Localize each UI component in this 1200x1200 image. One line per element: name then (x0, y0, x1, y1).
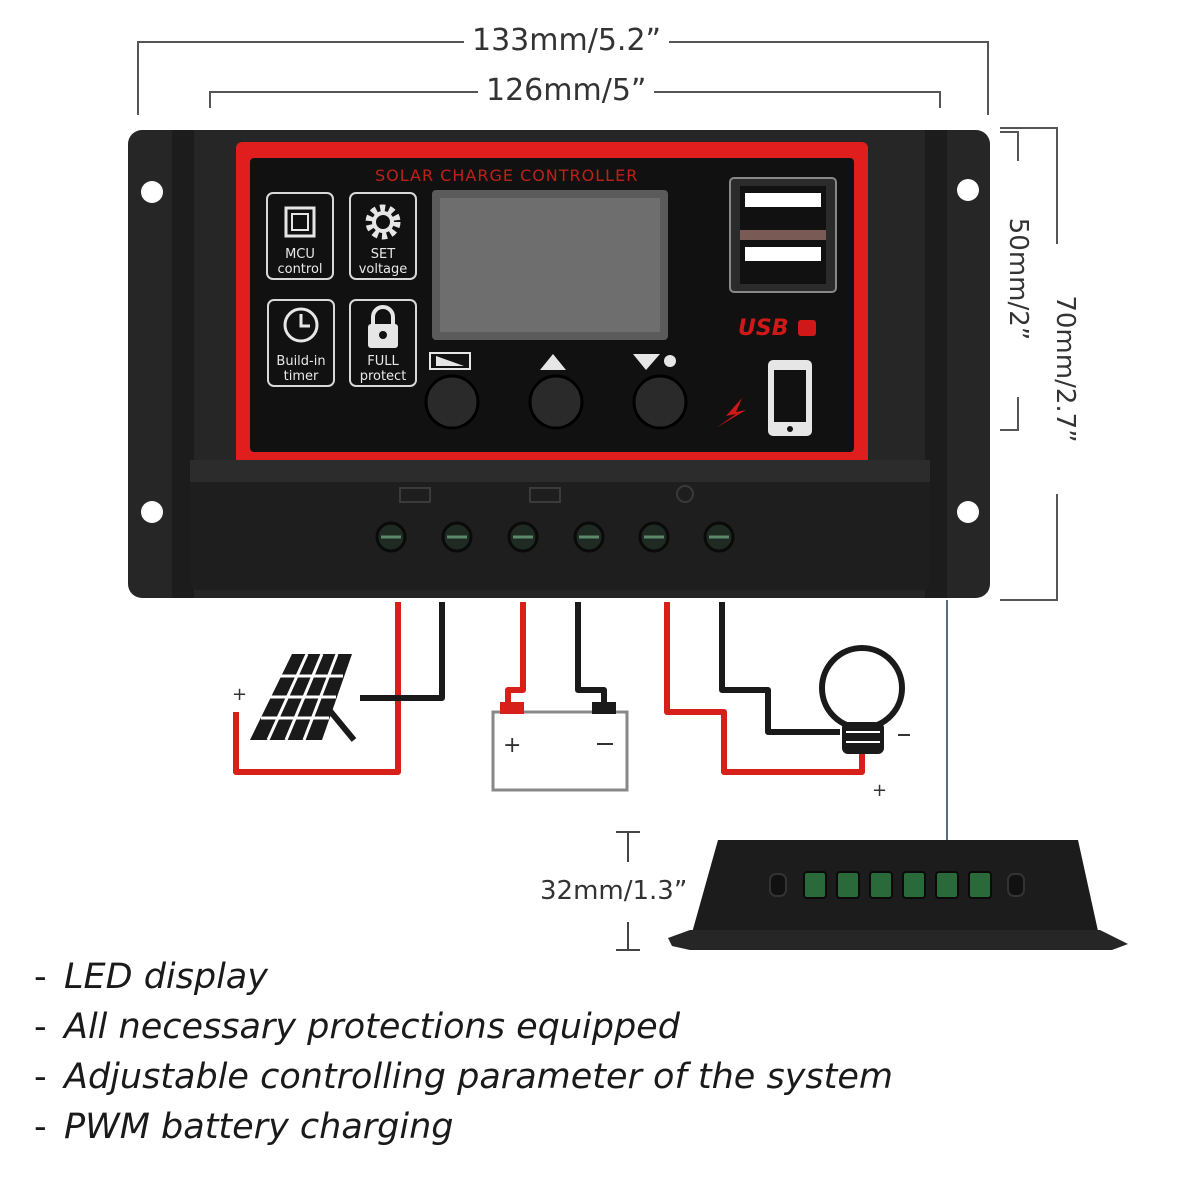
profile-terminal (869, 871, 893, 899)
feature-timer-label: Build-in timer (276, 354, 326, 384)
profile-terminal (803, 871, 827, 899)
list-item: -PWM battery charging (34, 1107, 454, 1147)
down-button[interactable] (632, 374, 688, 430)
features-list: -LED display -All necessary protections … (34, 952, 893, 1152)
chip-icon (284, 206, 316, 238)
profile-terminal (935, 871, 959, 899)
usb-port-bottom[interactable] (745, 247, 821, 261)
lock-icon (368, 305, 398, 348)
battery-icon: + (491, 702, 629, 792)
menu-button[interactable] (424, 374, 480, 430)
terminal-screws (375, 521, 735, 553)
terminal-screw (507, 521, 539, 553)
feature-mcu-label: MCU control (277, 247, 323, 277)
profile-height-marker (616, 831, 640, 951)
solar-positive-wire (233, 602, 401, 775)
controller-title: SOLAR CHARGE CONTROLLER (375, 166, 639, 185)
menu-icon (429, 352, 471, 370)
mount-hole (141, 501, 163, 523)
battery-positive-wire (505, 602, 526, 706)
list-item: -LED display (34, 957, 268, 997)
mount-hole (957, 179, 979, 201)
up-button[interactable] (528, 374, 584, 430)
side-profile-view (668, 840, 1128, 950)
terminal-screw (441, 521, 473, 553)
down-arrow-icon (633, 354, 676, 370)
light-bulb-icon: + (819, 645, 910, 801)
profile-terminal (902, 871, 926, 899)
phone-icon (768, 360, 812, 436)
load-negative-wire (719, 602, 840, 735)
up-arrow-icon (540, 354, 566, 370)
list-item: -All necessary protections equipped (34, 1007, 680, 1047)
svg-text:+: + (872, 780, 887, 801)
inner-width-label: 126mm/5” (478, 74, 655, 108)
profile-terminal (968, 871, 992, 899)
usb-ports (729, 177, 837, 293)
feature-boxes (266, 192, 417, 387)
lcd-screen (432, 190, 668, 340)
svg-text:+: + (503, 733, 521, 758)
inner-height-label: 50mm/2” (1001, 161, 1035, 397)
terminal-screw (703, 521, 735, 553)
solar-negative-wire (360, 602, 445, 701)
outer-width-label: 133mm/5.2” (464, 24, 670, 58)
terminal-symbols (399, 485, 694, 503)
usb-badge-icon (798, 320, 816, 336)
usb-port-top[interactable] (745, 193, 821, 207)
gear-icon (365, 204, 401, 240)
lightning-icon (716, 398, 746, 428)
solar-panel-icon: + (232, 653, 357, 742)
usb-label: USB (738, 316, 789, 341)
battery-negative-wire (575, 602, 607, 706)
control-buttons (424, 374, 688, 430)
mount-hole (957, 501, 979, 523)
profile-terminal (836, 871, 860, 899)
mount-hole (141, 181, 163, 203)
terminal-screw (573, 521, 605, 553)
profile-height-label: 32mm/1.3” (532, 874, 696, 908)
feature-set-label: SET voltage (358, 247, 408, 277)
terminal-screw (375, 521, 407, 553)
list-item: -Adjustable controlling parameter of the… (34, 1057, 893, 1097)
terminal-screw (638, 521, 670, 553)
feature-protect-label: FULL protect (359, 354, 407, 384)
wiring (233, 602, 865, 775)
svg-text:+: + (232, 684, 247, 705)
load-positive-wire (664, 602, 865, 775)
outer-height-label: 70mm/2.7” (1048, 244, 1082, 494)
clock-icon (283, 307, 319, 343)
